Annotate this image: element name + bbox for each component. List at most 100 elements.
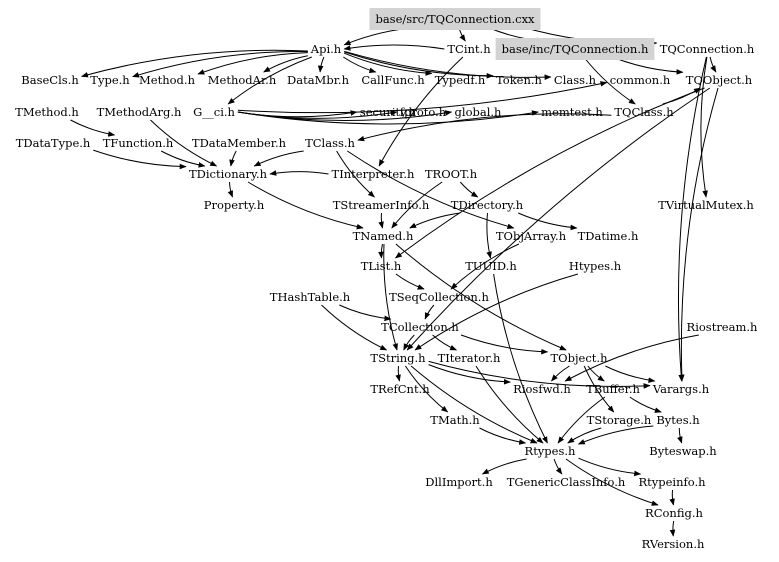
node-label: TQConnection.h (660, 42, 755, 56)
node-tgenericclassinfo[interactable]: TGenericClassInfo.h (507, 475, 626, 489)
node-bytes[interactable]: Bytes.h (656, 413, 700, 427)
node-tqconn[interactable]: TQConnection.h (660, 42, 755, 56)
node-rconfig[interactable]: RConfig.h (645, 506, 703, 520)
edge-tobject-to-tstorage (583, 365, 615, 413)
node-api[interactable]: Api.h (310, 42, 342, 56)
node-tobjarray[interactable]: TObjArray.h (496, 229, 567, 243)
edge-tclass-to-tstreamerinfo (336, 150, 375, 198)
node-thashtable[interactable]: THashTable.h (270, 290, 351, 304)
node-label: TObjArray.h (496, 229, 567, 243)
node-rversion[interactable]: RVersion.h (642, 537, 705, 551)
node-htypes[interactable]: Htypes.h (569, 259, 622, 273)
node-property[interactable]: Property.h (204, 198, 265, 212)
edge-tcint-to-tinterpreter (378, 56, 464, 167)
node-gci[interactable]: G__ci.h (193, 105, 235, 119)
edge-tdatamember-to-tdictionary (229, 150, 237, 167)
node-tlist[interactable]: TList.h (361, 259, 402, 273)
node-tinterpreter[interactable]: TInterpreter.h (332, 167, 416, 181)
node-method[interactable]: Method.h (139, 73, 196, 87)
node-common[interactable]: common.h (610, 73, 671, 87)
node-label: TQClass.h (614, 105, 674, 119)
edge-tobject-to-riosfwd (551, 365, 570, 382)
node-inc[interactable]: base/inc/TQConnection.h (495, 38, 655, 60)
node-tcint[interactable]: TCint.h (447, 42, 491, 56)
node-type[interactable]: Type.h (90, 73, 130, 87)
node-label: TMethod.h (15, 105, 79, 119)
edge-rtypes-to-rconfig (565, 458, 659, 506)
node-tmethod[interactable]: TMethod.h (15, 105, 79, 119)
node-tstring[interactable]: TString.h (370, 351, 426, 365)
node-label: RConfig.h (645, 506, 703, 520)
node-tfunction[interactable]: TFunction.h (103, 136, 174, 150)
node-tvirtualmutex[interactable]: TVirtualMutex.h (658, 198, 754, 212)
edge-api-to-callfunc (343, 56, 377, 73)
edge-tmath-to-rtypes (479, 427, 527, 445)
node-tstreamerinfo[interactable]: TStreamerInfo.h (333, 198, 430, 212)
node-tdirectory[interactable]: TDirectory.h (451, 198, 524, 212)
node-basecls[interactable]: BaseCls.h (21, 73, 79, 87)
node-rtypes[interactable]: Rtypes.h (525, 444, 577, 458)
node-global[interactable]: global.h (455, 105, 503, 119)
node-label: global.h (455, 105, 503, 119)
node-label: TUUID.h (465, 259, 517, 273)
node-trefcnt[interactable]: TRefCnt.h (370, 382, 430, 396)
node-label: TMethodArg.h (97, 105, 182, 119)
node-tnamed[interactable]: TNamed.h (353, 229, 414, 243)
node-datambr[interactable]: DataMbr.h (287, 73, 350, 87)
edge-tinterpreter-to-tdictionary (269, 170, 329, 176)
node-label: Riostream.h (687, 320, 759, 334)
node-tcollection[interactable]: TCollection.h (381, 320, 459, 334)
node-varargs[interactable]: Varargs.h (652, 382, 710, 396)
node-token[interactable]: Token.h (496, 73, 543, 87)
node-tobject[interactable]: TObject.h (551, 351, 609, 365)
node-label: TCint.h (447, 42, 491, 56)
node-memtest[interactable]: memtest.h (541, 105, 603, 119)
node-tclass[interactable]: TClass.h (305, 136, 355, 150)
edge-troot-to-tnamed (391, 181, 443, 229)
node-security[interactable]: security.h (360, 105, 417, 119)
node-titerator[interactable]: TIterator.h (438, 351, 501, 365)
node-tqclass[interactable]: TQClass.h (614, 105, 674, 119)
node-tseqcollection[interactable]: TSeqCollection.h (389, 290, 489, 304)
node-typedf[interactable]: Typedf.h (435, 73, 486, 87)
node-callfunc[interactable]: CallFunc.h (361, 73, 425, 87)
node-methodar[interactable]: MethodAr.h (208, 73, 277, 87)
node-class[interactable]: Class.h (554, 73, 597, 87)
node-tmethodarg[interactable]: TMethodArg.h (97, 105, 182, 119)
node-label: TGenericClassInfo.h (507, 475, 626, 489)
edge-tstring-to-trefcnt (395, 365, 401, 382)
node-dllimport[interactable]: DllImport.h (425, 475, 493, 489)
node-riosfwd[interactable]: Riosfwd.h (513, 382, 571, 396)
edge-tqobject-to-tstring (406, 87, 711, 351)
node-byteswap[interactable]: Byteswap.h (649, 444, 717, 458)
edge-rtypeinfo-to-rconfig (669, 489, 675, 506)
node-tdictionary[interactable]: TDictionary.h (189, 167, 268, 181)
edge-tbuffer-to-bytes (629, 396, 662, 413)
node-tbuffer[interactable]: TBuffer.h (586, 382, 640, 396)
edge-tcollection-to-tobject (460, 334, 549, 355)
node-tdatatype[interactable]: TDataType.h (16, 136, 91, 150)
node-label: CallFunc.h (361, 73, 425, 87)
node-tmath[interactable]: TMath.h (430, 413, 480, 427)
node-troot[interactable]: TROOT.h (425, 167, 478, 181)
node-tstorage[interactable]: TStorage.h (587, 413, 652, 427)
node-rtypeinfo[interactable]: Rtypeinfo.h (638, 475, 706, 489)
edge-tfunction-to-tdictionary (160, 150, 206, 168)
edge-api-to-methodar (263, 55, 308, 73)
edge-tnamed-to-tobject (395, 243, 567, 351)
edge-tqobject-to-tlist (394, 87, 705, 259)
edge-tlist-to-tseqcollection (395, 273, 425, 290)
edge-tseqcollection-to-tcollection (424, 304, 435, 320)
node-tuuid[interactable]: TUUID.h (465, 259, 517, 273)
node-label: Property.h (204, 198, 265, 212)
node-label: TDataType.h (16, 136, 91, 150)
node-tdatime[interactable]: TDatime.h (578, 229, 639, 243)
node-label: memtest.h (541, 105, 603, 119)
node-fproto[interactable]: fproto.h (400, 105, 447, 119)
node-tqobject[interactable]: TQObject.h (686, 73, 753, 87)
node-src[interactable]: base/src/TQConnection.cxx (369, 8, 541, 30)
node-riostream[interactable]: Riostream.h (687, 320, 759, 334)
node-label: TROOT.h (425, 167, 478, 181)
node-label: TObject.h (551, 351, 609, 365)
node-tdatamember[interactable]: TDataMember.h (192, 136, 287, 150)
